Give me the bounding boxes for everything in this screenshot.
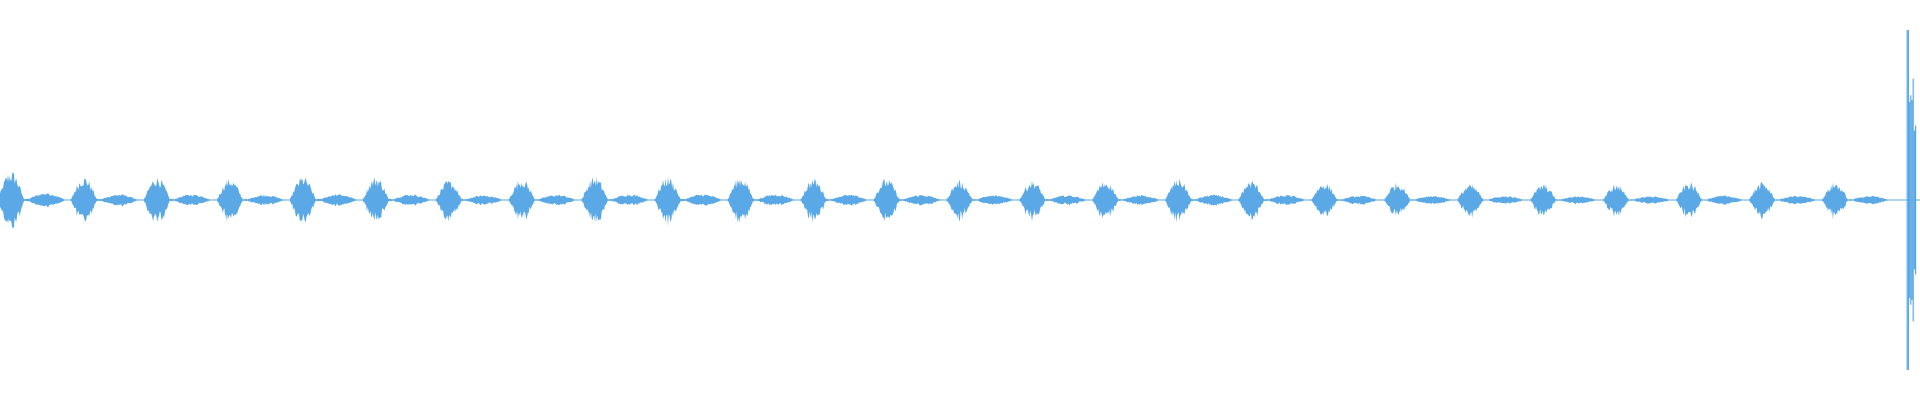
waveform-burst-10 (654, 176, 721, 226)
waveform-burst-17 (1165, 178, 1232, 223)
waveform-burst-21 (1457, 184, 1524, 218)
waveform-burst-6 (362, 177, 429, 221)
waveform-bursts (0, 172, 1888, 229)
waveform-burst-3 (143, 177, 210, 223)
waveform-burst-4 (216, 178, 283, 222)
waveform-burst-14 (946, 180, 1013, 222)
waveform-burst-18 (1238, 181, 1305, 220)
waveform-burst-19 (1311, 183, 1378, 217)
waveform-burst-1 (0, 172, 64, 229)
waveform-burst-8 (508, 181, 575, 220)
waveform-burst-23 (1603, 185, 1670, 217)
waveform-burst-22 (1530, 184, 1597, 216)
waveform-burst-20 (1384, 182, 1451, 216)
waveform-burst-13 (873, 179, 940, 222)
waveform-burst-2 (71, 178, 137, 222)
waveform-burst-26 (1822, 182, 1888, 220)
waveform-burst-5 (289, 177, 356, 223)
waveform-final-spike (1906, 30, 1917, 370)
waveform-burst-11 (727, 179, 794, 223)
waveform-burst-16 (1092, 182, 1159, 218)
waveform-burst-15 (1019, 180, 1086, 222)
waveform-burst-12 (800, 178, 867, 223)
waveform-burst-7 (435, 180, 502, 222)
waveform-burst-24 (1676, 182, 1743, 218)
waveform-burst-9 (581, 177, 648, 223)
waveform-burst-25 (1749, 182, 1816, 220)
